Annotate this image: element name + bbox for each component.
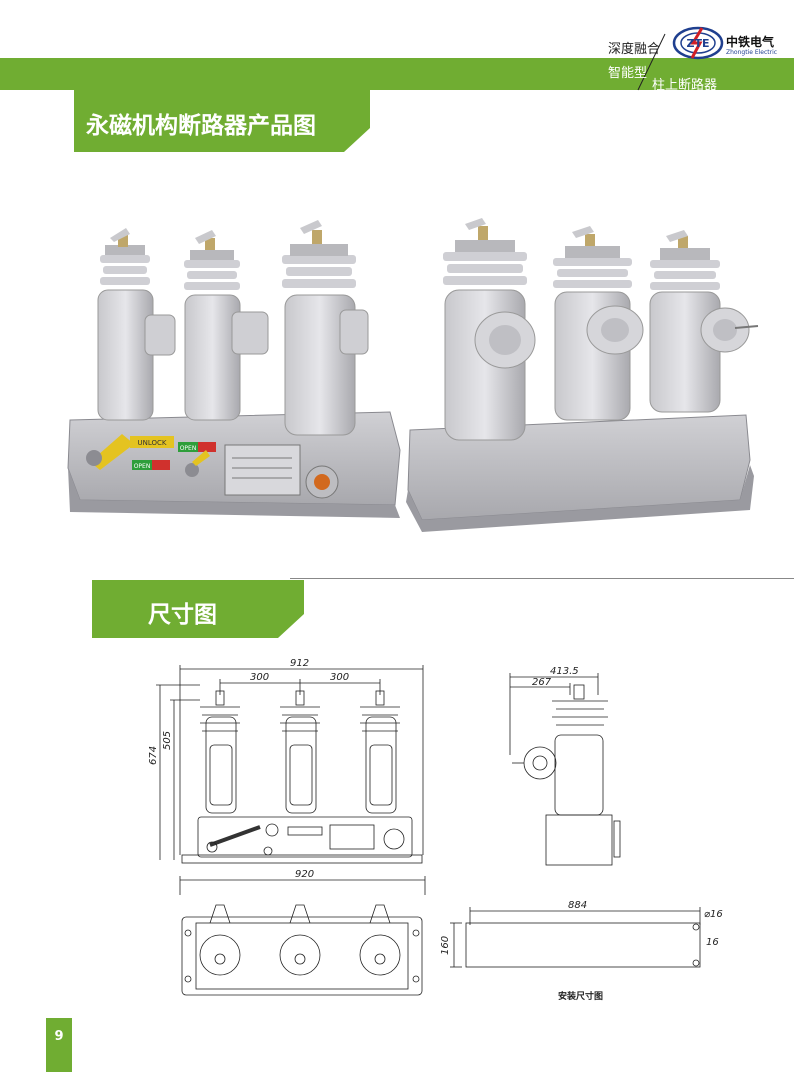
svg-text:UNLOCK: UNLOCK [138,439,167,447]
pole-right-3 [649,230,759,413]
svg-text:16: 16 [706,937,719,948]
svg-text:300: 300 [250,672,269,683]
brand-name-en: Zhongtie Electric [726,49,778,56]
pole-left-1 [97,228,176,421]
svg-text:300: 300 [330,672,349,683]
page-number: 9 [46,1018,72,1072]
pole-right-2 [553,226,644,421]
header-divider-slash [637,33,666,91]
svg-text:674: 674 [148,746,159,765]
pole-right-1 [443,218,536,441]
svg-text:505: 505 [162,731,173,750]
brand-logo-icon: ZTE [672,26,724,60]
svg-text:OPEN: OPEN [134,463,151,470]
dimension-drawing: 912 300 300 674 505 920 413.5 267 884 16… [148,658,723,1002]
svg-text:⌀16: ⌀16 [704,909,723,920]
pole-left-2 [184,230,269,421]
svg-text:912: 912 [290,658,309,669]
slogan-text: 深度融合 [608,42,661,57]
section-title: 永磁机构断路器产品图 [86,113,316,139]
front-pole-outline [200,690,400,814]
svg-text:267: 267 [532,677,552,688]
svg-text:OPEN: OPEN [180,445,197,452]
header-band [0,58,794,90]
svg-text:安装尺寸图: 安装尺寸图 [558,990,603,1002]
product-line-text: 柱上断路器 [652,78,718,93]
svg-text:160: 160 [440,936,451,955]
svg-text:884: 884 [568,900,587,911]
section-title-bg-2 [92,580,304,638]
section-divider [290,578,794,579]
section-title-bg [74,90,370,152]
slogan-text-2: 智能型 [608,66,648,81]
svg-text:413.5: 413.5 [550,666,579,677]
pole-left-3 [282,220,369,436]
section-title-2: 尺寸图 [148,602,217,628]
brand-name-cn: 中铁电气 [726,35,775,49]
product-photo: UNLOCK OPEN OPEN [67,218,759,532]
svg-text:920: 920 [295,869,314,880]
svg-text:ZTE: ZTE [687,37,710,50]
